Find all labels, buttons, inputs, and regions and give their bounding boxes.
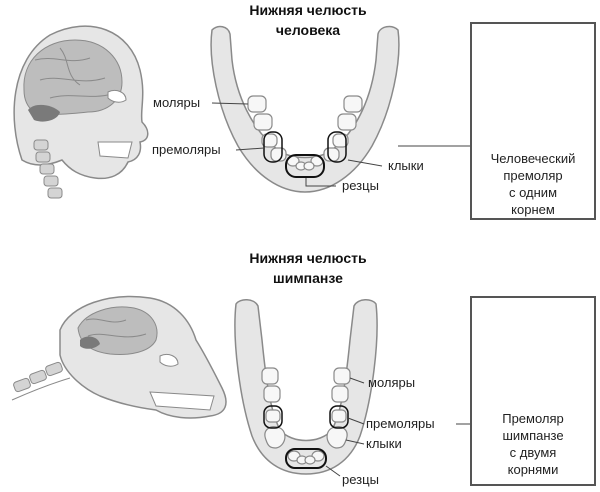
chimp-caption-line4: корнями [507,462,559,477]
human-jaw-title: Нижняя челюсть человека [218,0,398,40]
chimp-label-incisors: резцы [342,472,379,487]
human-caption-line1: Человеческий [490,151,576,166]
chimp-jaw-illustration [234,299,378,475]
chimp-caption-line2: шимпанзе [502,428,564,443]
human-title-line1: Нижняя челюсть [249,2,367,18]
human-label-molars: моляры [153,95,201,110]
chimp-tooth-caption: Премоляр шимпанзе с двумя корнями [472,410,594,478]
human-jaw-illustration [210,25,400,193]
human-title-line2: человека [275,22,341,38]
human-caption-line3: с одним [508,185,558,200]
human-tooth-caption: Человеческий премоляр с одним корнем [472,150,594,218]
human-tooth-box: Человеческий премоляр с одним корнем [470,22,596,220]
chimp-skull-illustration [11,295,227,419]
human-caption-line2: премоляр [503,168,563,183]
chimp-title-line2: шимпанзе [273,270,343,286]
human-label-premolars: премоляры [152,142,221,157]
chimp-tooth-box: Премоляр шимпанзе с двумя корнями [470,296,596,486]
human-caption-line4: корнем [511,202,555,217]
human-label-incisors: резцы [342,178,379,193]
chimp-leader-lines [325,377,470,477]
chimp-label-canines: клыки [366,436,402,451]
human-label-canines: клыки [388,158,424,173]
chimp-caption-line1: Премоляр [502,411,564,426]
chimp-title-line1: Нижняя челюсть [249,250,367,266]
human-skull-illustration [13,25,149,199]
chimp-jaw-title: Нижняя челюсть шимпанзе [218,248,398,288]
chimp-label-molars: моляры [368,375,416,390]
human-leader-lines [211,102,470,187]
chimp-caption-line3: с двумя [509,445,557,460]
chimp-label-premolars: премоляры [366,416,435,431]
